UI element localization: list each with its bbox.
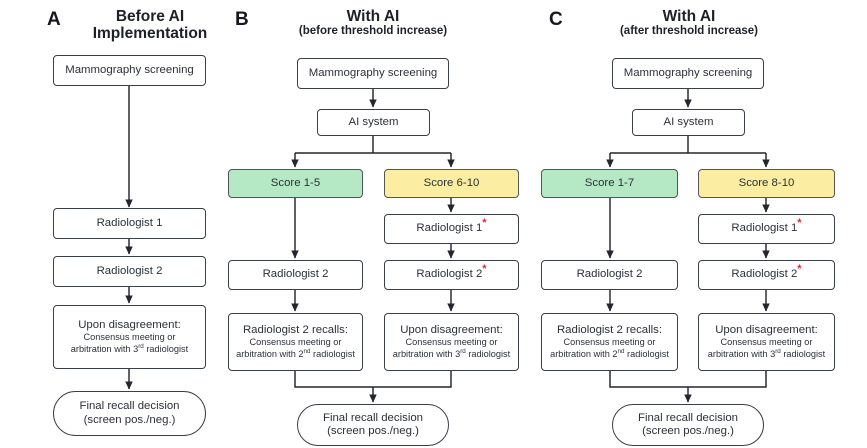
node-b-rad1-text: Radiologist 1	[416, 222, 483, 235]
node-c-recalls-l3sup: nd	[617, 348, 625, 356]
node-a-radiologist-1[interactable]: Radiologist 1	[53, 208, 206, 239]
node-a-radiologist-1-label: Radiologist 1	[96, 216, 163, 229]
panel-title-b: With AI (before threshold increase)	[262, 8, 484, 38]
node-b-final-line1: Final recall decision	[322, 411, 424, 424]
node-b-score-low-label: Score 1-5	[270, 176, 321, 189]
panel-letter-a: A	[47, 9, 61, 30]
node-c-mammography[interactable]: Mammography screening	[612, 58, 764, 89]
panel-title-b-main: With AI	[346, 8, 400, 25]
node-a-upon-disagreement-line3: arbitration with 3rd radiologist	[71, 343, 188, 355]
node-c-disagreement-l3sup: rd	[775, 348, 781, 356]
node-c-score-low-label: Score 1-7	[584, 176, 635, 189]
node-b-final-recall-decision[interactable]: Final recall decision (screen pos./neg.)	[297, 404, 449, 446]
node-c-ai-system[interactable]: AI system	[632, 109, 745, 136]
node-c-rad1-text: Radiologist 1	[731, 222, 798, 235]
panel-title-a-sub: Implementation	[92, 25, 208, 43]
node-c-score-high-label: Score 8-10	[738, 176, 795, 189]
node-c-radiologist-2-star[interactable]: Radiologist 2*	[698, 260, 835, 290]
node-c-disagreement-l3b: radiologist	[780, 349, 826, 360]
node-b-ai-system[interactable]: AI system	[317, 109, 430, 136]
node-a-final-line1: Final recall decision	[79, 400, 180, 413]
node-b-mammography-label: Mammography screening	[308, 66, 438, 79]
asterisk-icon: *	[797, 263, 802, 276]
node-b-ai-system-label: AI system	[348, 115, 399, 128]
node-a-upon-disagreement[interactable]: Upon disagreement: Consensus meeting or …	[53, 305, 206, 369]
node-b-radiologist-2-left[interactable]: Radiologist 2	[228, 260, 363, 290]
node-c-rad2-text: Radiologist 2	[731, 268, 798, 281]
panel-title-b-sub: (before threshold increase)	[298, 25, 448, 38]
node-b-score-high[interactable]: Score 6-10	[384, 169, 519, 198]
panel-letter-c: C	[549, 9, 563, 30]
node-b-upon-disagreement-line1: Upon disagreement:	[400, 323, 503, 336]
panel-letter-b: B	[235, 9, 249, 30]
node-c-recalls-line3: arbitration with 2nd radiologist	[550, 348, 669, 360]
panel-title-a: Before AI Implementation	[72, 8, 228, 43]
node-c-recalls-l3b: radiologist	[624, 349, 669, 360]
node-c-radiologist-1-star[interactable]: Radiologist 1*	[698, 214, 835, 244]
node-b-disagreement-l3a: arbitration with 3	[392, 349, 461, 360]
node-c-ai-system-label: AI system	[663, 115, 714, 128]
node-c-final-recall-decision[interactable]: Final recall decision (screen pos./neg.)	[612, 404, 764, 446]
node-b-score-low[interactable]: Score 1-5	[228, 169, 363, 198]
node-c-radiologist-2-star-label: Radiologist 2*	[731, 264, 801, 281]
node-b-score-high-label: Score 6-10	[423, 176, 480, 189]
node-b-recalls-l3a: arbitration with 2	[236, 349, 304, 360]
node-c-upon-disagreement-line1: Upon disagreement:	[715, 323, 818, 336]
node-a-disagreement-l3a: arbitration with 3	[70, 344, 139, 355]
node-b-radiologist-2-star-label: Radiologist 2*	[416, 264, 486, 281]
node-b-upon-disagreement-line2: Consensus meeting or	[405, 337, 498, 348]
node-a-disagreement-l3b: radiologist	[143, 344, 189, 355]
node-a-upon-disagreement-line2: Consensus meeting or	[83, 332, 176, 343]
node-c-final-line2: (screen pos./neg.)	[642, 425, 734, 437]
node-b-upon-disagreement[interactable]: Upon disagreement: Consensus meeting or …	[384, 313, 519, 371]
node-c-recalls-l3a: arbitration with 2	[550, 349, 618, 360]
node-b-radiologist-1-star[interactable]: Radiologist 1*	[384, 214, 519, 244]
asterisk-icon: *	[482, 263, 487, 276]
node-c-score-low[interactable]: Score 1-7	[541, 169, 678, 198]
node-c-radiologist-1-star-label: Radiologist 1*	[731, 218, 801, 235]
node-a-disagreement-l3sup: rd	[138, 343, 144, 351]
node-c-upon-disagreement-line2: Consensus meeting or	[720, 337, 813, 348]
panel-title-a-main: Before AI	[115, 8, 185, 25]
asterisk-icon: *	[797, 217, 802, 230]
node-c-mammography-label: Mammography screening	[623, 66, 753, 79]
panel-title-c: With AI (after threshold increase)	[578, 8, 800, 38]
node-c-radiologist-2-left-label: Radiologist 2	[576, 268, 643, 281]
node-b-recalls-line1: Radiologist 2 recalls:	[242, 323, 349, 336]
asterisk-icon: *	[482, 217, 487, 230]
panel-title-c-main: With AI	[662, 8, 716, 25]
node-c-radiologist-2-left[interactable]: Radiologist 2	[541, 260, 678, 290]
node-b-radiologist-2-star[interactable]: Radiologist 2*	[384, 260, 519, 290]
node-b-disagreement-l3sup: rd	[460, 348, 466, 356]
node-a-mammography[interactable]: Mammography screening	[53, 55, 206, 86]
node-c-disagreement-l3a: arbitration with 3	[707, 349, 776, 360]
node-a-upon-disagreement-line1: Upon disagreement:	[78, 318, 181, 331]
panel-title-c-sub: (after threshold increase)	[619, 25, 759, 38]
node-a-final-recall-decision[interactable]: Final recall decision (screen pos./neg.)	[53, 391, 206, 436]
node-b-upon-disagreement-line3: arbitration with 3rd radiologist	[393, 348, 510, 360]
node-b-rad2-text: Radiologist 2	[416, 268, 483, 281]
node-b-recalls-l3b: radiologist	[310, 349, 355, 360]
node-b-disagreement-l3b: radiologist	[465, 349, 511, 360]
node-b-recalls-line2: Consensus meeting or	[249, 337, 342, 348]
node-b-mammography[interactable]: Mammography screening	[297, 58, 449, 89]
node-b-final-line2: (screen pos./neg.)	[327, 425, 419, 437]
node-c-recalls-line2: Consensus meeting or	[563, 337, 656, 348]
node-c-final-line1: Final recall decision	[637, 411, 739, 424]
node-b-radiologist-1-star-label: Radiologist 1*	[416, 218, 486, 235]
node-a-final-line2: (screen pos./neg.)	[83, 413, 176, 426]
node-b-recalls-line3: arbitration with 2nd radiologist	[236, 348, 355, 360]
node-b-recalls-l3sup: nd	[303, 348, 311, 356]
node-c-radiologist-2-recalls[interactable]: Radiologist 2 recalls: Consensus meeting…	[541, 313, 678, 371]
node-c-recalls-line1: Radiologist 2 recalls:	[556, 323, 663, 336]
node-a-radiologist-2[interactable]: Radiologist 2	[53, 256, 206, 287]
node-c-upon-disagreement[interactable]: Upon disagreement: Consensus meeting or …	[698, 313, 835, 371]
node-c-upon-disagreement-line3: arbitration with 3rd radiologist	[708, 348, 825, 360]
node-a-mammography-label: Mammography screening	[65, 63, 194, 76]
node-c-score-high[interactable]: Score 8-10	[698, 169, 835, 198]
node-b-radiologist-2-left-label: Radiologist 2	[262, 268, 329, 281]
node-b-radiologist-2-recalls[interactable]: Radiologist 2 recalls: Consensus meeting…	[228, 313, 363, 371]
node-a-radiologist-2-label: Radiologist 2	[96, 264, 163, 277]
